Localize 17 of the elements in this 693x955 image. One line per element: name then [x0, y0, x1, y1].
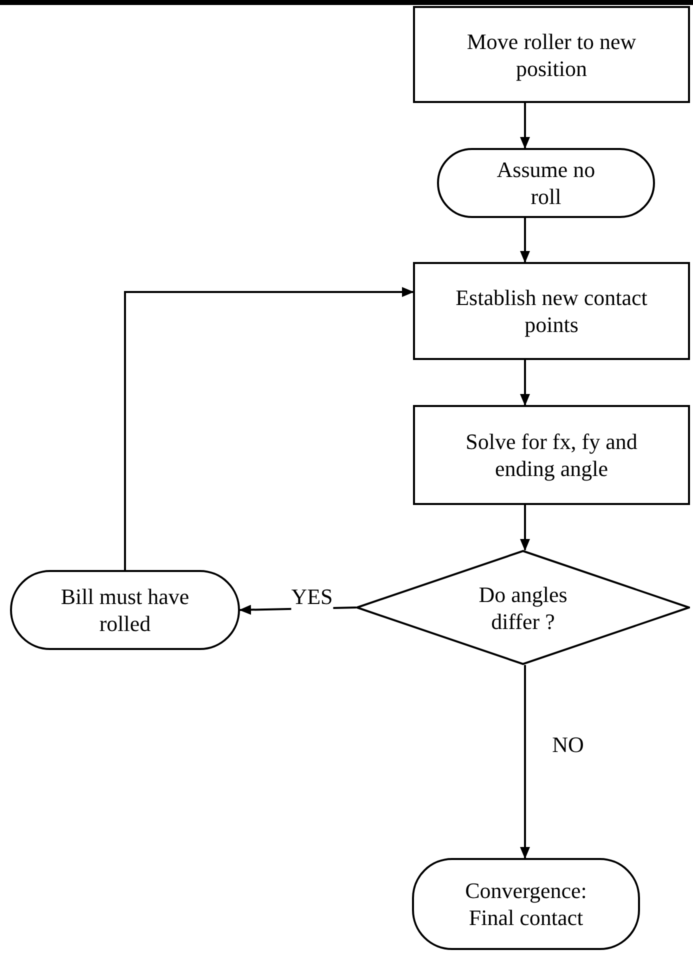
decision-diamond: [356, 550, 690, 665]
process-box: [413, 6, 690, 103]
node-text: Convergence: Final contact: [464, 877, 588, 931]
node-text: Establish new contact points: [454, 284, 648, 338]
node-text: Assume no roll: [496, 156, 596, 210]
arrow: [520, 218, 530, 263]
arrow: [520, 665, 530, 859]
node-text: Bill must have rolled: [60, 583, 190, 637]
node-text: Move roller to new position: [466, 28, 636, 82]
arrow: [520, 360, 530, 406]
process-box: [413, 405, 690, 505]
node-text: Do angles differ ?: [478, 580, 568, 634]
process-box: [413, 262, 690, 360]
arrow: [520, 103, 530, 149]
arrow: [124, 287, 414, 570]
node-text: Solve for fx, fy and ending angle: [464, 428, 638, 482]
arrow: [520, 505, 530, 551]
